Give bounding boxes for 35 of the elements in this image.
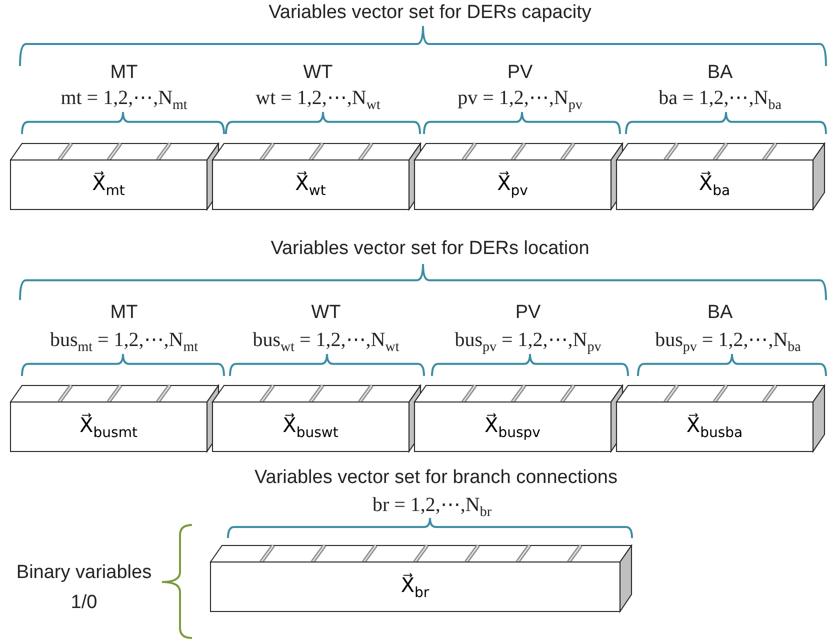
index-range: br = 1,2,⋯,N$_{br}$ [372, 493, 492, 521]
group-name: WT [311, 302, 341, 324]
vector-block [212, 385, 421, 452]
index-range: mt = 1,2,⋯,N$_{mt}$ [60, 86, 188, 114]
vector-block [616, 385, 825, 452]
vector-block [10, 143, 219, 210]
group-name: WT [303, 62, 333, 84]
index-range: bus$_{wt}$ = 1,2,⋯,N$_{wt}$ [252, 328, 400, 356]
group-name: BA [707, 302, 733, 324]
vector-block [414, 143, 623, 210]
index-range: bus$_{pv}$ = 1,2,⋯,N$_{pv}$ [454, 328, 602, 356]
heading: Variables vector set for DERs location [270, 238, 590, 260]
vector-symbol: X⃗$_{br}$ [400, 573, 430, 601]
group-name: PV [507, 62, 533, 84]
index-range: wt = 1,2,⋯,N$_{wt}$ [256, 86, 380, 114]
vector-symbol: X⃗$_{mt}$ [92, 171, 125, 199]
group-name: PV [515, 302, 541, 324]
group-name: MT [110, 62, 138, 84]
index-range: bus$_{mt}$ = 1,2,⋯,N$_{mt}$ [50, 328, 198, 356]
heading: Variables vector set for DERs capacity [268, 2, 592, 24]
vector-block [414, 385, 623, 452]
vector-block [10, 385, 219, 452]
index-range: ba = 1,2,⋯,N$_{ba}$ [658, 86, 782, 114]
vector-block [210, 545, 632, 612]
index-range: bus$_{pv}$ = 1,2,⋯,N$_{ba}$ [655, 328, 801, 356]
vector-block [616, 143, 825, 210]
group-name: MT [110, 302, 138, 324]
index-range: pv = 1,2,⋯,N$_{pv}$ [458, 86, 582, 114]
heading: Variables vector set for branch connections [254, 467, 618, 489]
group-name: BA [707, 62, 733, 84]
vector-symbol: X⃗$_{ba}$ [698, 171, 730, 199]
vector-symbol: X⃗$_{pv}$ [497, 171, 528, 199]
vector-symbol: X⃗$_{wt}$ [295, 171, 326, 199]
vector-block [212, 143, 421, 210]
side-note: Binary variables 1/0 [15, 561, 153, 616]
